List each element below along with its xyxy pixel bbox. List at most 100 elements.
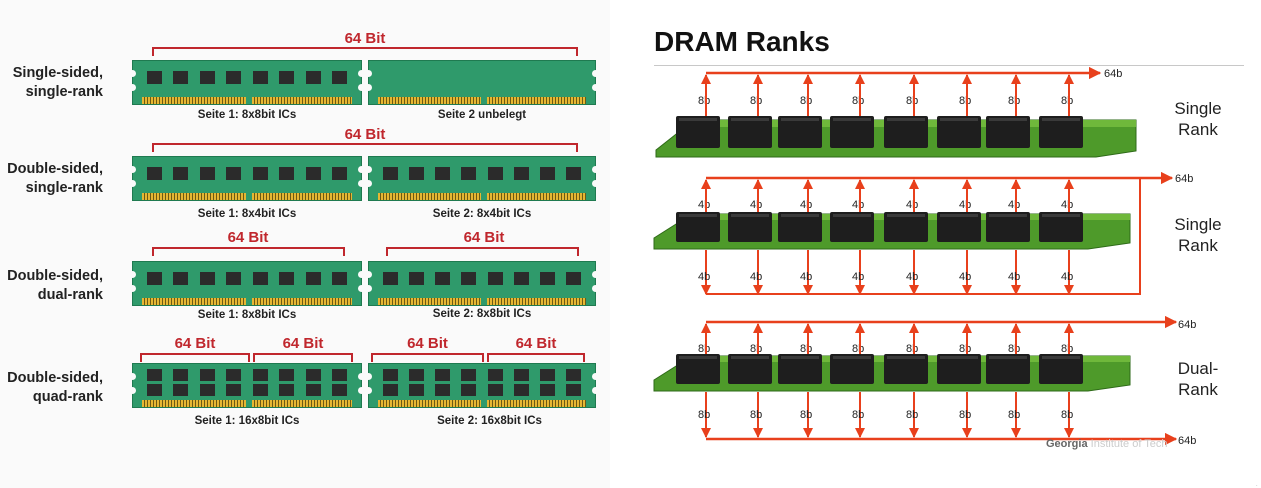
dram-chip — [539, 369, 555, 381]
lane-width-label: 8b — [959, 95, 971, 107]
dram-chip-highlight — [781, 356, 819, 359]
lane-width-label: 8b — [852, 95, 864, 107]
bit-label: 64 Bit — [463, 229, 505, 246]
dimm-gold-contacts — [252, 298, 352, 305]
bit-bracket — [386, 247, 579, 256]
dram-chip — [147, 369, 162, 381]
dram-chip — [676, 212, 720, 242]
rank-label-line1: Single — [1174, 99, 1222, 118]
lane-width-label: 8b — [698, 343, 710, 355]
dimm-gold-contacts — [142, 400, 246, 407]
dimm-gold-contacts — [487, 298, 586, 305]
dram-chip-highlight — [989, 214, 1027, 217]
dimm-notch — [592, 373, 599, 380]
dram-chip — [461, 384, 477, 396]
dram-chip — [173, 272, 189, 285]
dram-chip — [226, 272, 242, 285]
bit-bracket — [152, 247, 345, 256]
dram-chip — [383, 272, 398, 285]
row-label-double-sided-dual-rank: Double-sided, dual-rank — [0, 267, 103, 305]
row-label-line1: Single-sided, — [12, 65, 103, 81]
lane-width-label: 4b — [698, 199, 710, 211]
lane-width-label: 8b — [800, 343, 812, 355]
row-label-double-sided-single-rank: Double-sided, single-rank — [0, 160, 103, 198]
bit-bracket — [152, 143, 578, 152]
dram-chip — [461, 272, 477, 285]
dimm-notch — [358, 373, 365, 380]
dram-chip — [566, 167, 581, 180]
dram-chip — [1039, 354, 1083, 384]
university-logo: Georgia Institute of Tech — [1046, 438, 1168, 450]
dram-chip-highlight — [940, 118, 978, 121]
bus-return-line — [706, 178, 1141, 295]
dram-chip-highlight — [679, 214, 717, 217]
lane-width-label: 8b — [906, 343, 918, 355]
lane-width-label: 8b — [698, 409, 710, 421]
dram-chip — [226, 167, 242, 180]
rank-label-line2: Rank — [1178, 120, 1218, 139]
dimm-notch — [365, 84, 372, 91]
dram-chip — [409, 384, 425, 396]
lane-width-label: 4b — [959, 199, 971, 211]
dimm-gold-contacts — [378, 400, 481, 407]
caption-side-1: Seite 1: 16x8bit ICs — [194, 415, 300, 427]
dimm-gold-contacts — [252, 97, 352, 104]
dimm-gold-contacts — [487, 193, 586, 200]
caption-side-1: Seite 1: 8x4bit ICs — [197, 208, 297, 220]
dram-chip — [728, 212, 772, 242]
bus-label-module-3-top: 64b — [1178, 319, 1196, 331]
dram-chip — [147, 272, 162, 285]
dram-chip — [435, 272, 451, 285]
bit-bracket — [253, 353, 353, 362]
dimm-notch — [358, 387, 365, 394]
dimm-side-1 — [129, 261, 365, 306]
bit-label: 64 Bit — [344, 30, 386, 47]
dram-chip — [147, 167, 162, 180]
dram-chip — [173, 369, 189, 381]
dram-chip — [539, 167, 555, 180]
lane-width-label: 4b — [1008, 199, 1020, 211]
dram-chip — [332, 71, 347, 84]
lane-width-label: 4b — [1061, 199, 1073, 211]
dram-chip — [778, 354, 822, 384]
dram-chip — [409, 272, 425, 285]
dram-chip — [728, 354, 772, 384]
dram-chip-highlight — [781, 214, 819, 217]
dimm-gold-contacts — [378, 298, 481, 305]
lane-width-label: 8b — [852, 409, 864, 421]
dimm-notch — [365, 373, 372, 380]
bit-bracket — [371, 353, 484, 362]
bus-label-module-1: 64b — [1104, 68, 1122, 80]
dram-chip — [778, 212, 822, 242]
lane-width-label: 4b — [1008, 271, 1020, 283]
dram-chip — [937, 212, 981, 242]
dram-chip-highlight — [940, 214, 978, 217]
dimm-side-2 — [365, 156, 599, 201]
dimm-gold-contacts — [378, 97, 481, 104]
dimm-side-2 — [365, 363, 599, 408]
dram-chip — [435, 167, 451, 180]
dimm-notch — [365, 180, 372, 187]
dram-chip — [728, 116, 772, 148]
dram-chip — [226, 369, 242, 381]
dram-chip-highlight — [833, 118, 871, 121]
rank-label-line2: Rank — [1178, 236, 1218, 255]
bus-label-module-3-bottom: 64b — [1178, 435, 1196, 447]
dram-chip-highlight — [1042, 118, 1080, 121]
dram-chip — [884, 116, 928, 148]
dram-chip — [383, 369, 398, 381]
lane-width-label: 8b — [750, 95, 762, 107]
dram-chip — [199, 71, 215, 84]
row-label-line2: quad-rank — [32, 389, 103, 405]
dram-chip — [199, 167, 215, 180]
dimm-notch — [365, 285, 372, 292]
row-label-line1: Double-sided, — [7, 268, 103, 284]
dram-chip — [461, 167, 477, 180]
rank-label-line2: Rank — [1178, 380, 1218, 399]
dram-chip — [830, 354, 874, 384]
footer-logo-text: Georgia — [1046, 438, 1088, 450]
dimm-notch — [358, 166, 365, 173]
